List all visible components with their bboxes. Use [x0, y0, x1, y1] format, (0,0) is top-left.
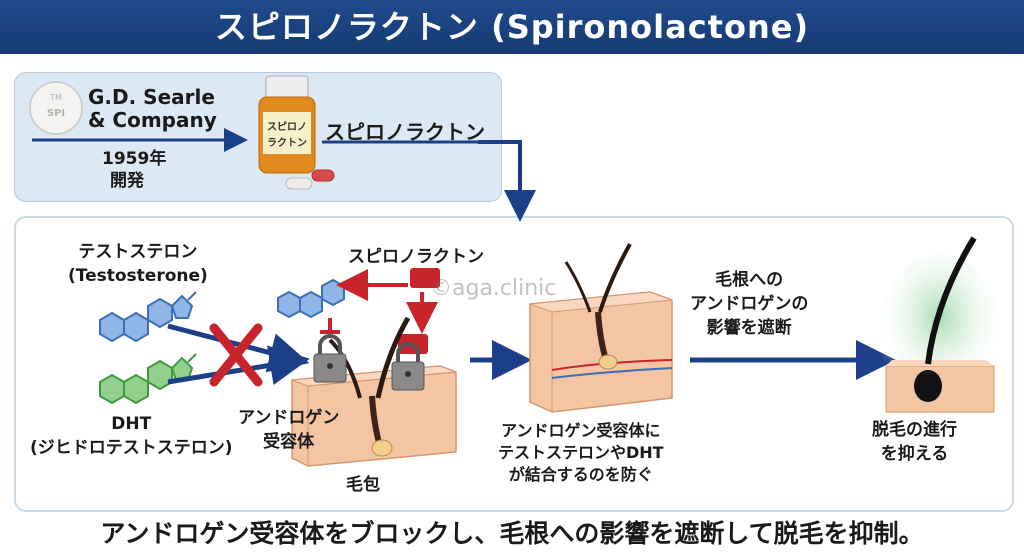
- result-line-2: を抑える: [880, 444, 949, 464]
- root-line-3: 影響を遮断: [706, 318, 792, 338]
- inhibition-mark: [320, 318, 340, 334]
- svg-text:ラクトン: ラクトン: [267, 137, 307, 149]
- dht-label: DHT (ジヒドロテストステロン): [30, 412, 233, 460]
- receptor-label: アンドロゲン 受容体: [238, 406, 339, 454]
- skin-cross-section-illustration: [529, 243, 673, 413]
- dht-arrow: [167, 345, 310, 385]
- svg-text:TM: TM: [49, 93, 62, 102]
- elbow-arrow: [478, 140, 536, 222]
- blocked-x-icon: [209, 323, 263, 387]
- lock-icon: [313, 334, 347, 383]
- year-line-1: 1959年: [102, 149, 167, 169]
- testosterone-line-2: (Testosterone): [68, 266, 208, 286]
- root-line-2: アンドロゲンの: [690, 294, 809, 314]
- dht-molecule-icon: [99, 353, 197, 405]
- testosterone-label: テストステロン (Testosterone): [68, 240, 208, 288]
- testosterone-line-1: テストステロン: [78, 242, 198, 262]
- block-line-1: アンドロゲン受容体に: [501, 421, 661, 440]
- skin-follicle-illustration: [291, 316, 457, 467]
- result-line-1: 脱毛の進行: [872, 420, 957, 440]
- dht-line-2: (ジヒドロテストステロン): [30, 438, 233, 458]
- healthy-hair-illustration: [878, 236, 1002, 413]
- receptor-line-2: 受容体: [263, 432, 315, 452]
- result-label: 脱毛の進行 を抑える: [872, 418, 957, 466]
- lock-icon: [391, 342, 425, 391]
- capsule-icon: [285, 169, 335, 190]
- follicle-label: 毛包: [346, 475, 380, 495]
- svg-text:スピロノ: スピロノ: [267, 121, 307, 133]
- medicine-bottle-icon: スピロノ ラクトン: [258, 75, 316, 174]
- header-bar: [0, 0, 1024, 54]
- company-name: G.D. Searle & Company: [88, 86, 217, 132]
- spironolactone-label: スピロノラクトン: [348, 247, 484, 267]
- history-panel: [14, 72, 502, 202]
- footer-summary: アンドロゲン受容体をブロックし、毛根への影響を遮断して脱毛を抑制。: [100, 519, 924, 548]
- testosterone-molecule-icon: [99, 291, 197, 343]
- page-title: スピロノラクトン (Spironolactone): [214, 8, 810, 46]
- root-line-1: 毛根への: [715, 270, 784, 290]
- company-line-2: & Company: [88, 108, 217, 132]
- tablet-icon: TM SPI: [29, 81, 83, 135]
- root-effect-label: 毛根への アンドロゲンの 影響を遮断: [690, 268, 808, 340]
- year-line-2: 開発: [110, 171, 144, 191]
- drug-name-label: スピロノラクトン: [325, 120, 485, 144]
- dht-line-1: DHT: [111, 414, 152, 434]
- svg-text:SPI: SPI: [47, 108, 65, 119]
- block-line-3: が結合するのを防ぐ: [508, 465, 653, 484]
- block-line-2: テストステロンやDHT: [498, 443, 664, 462]
- development-year: 1959年 開発: [102, 148, 166, 192]
- blocked-molecule-icon: [277, 278, 345, 319]
- watermark: ©aga.clinic: [430, 276, 557, 301]
- block-description: アンドロゲン受容体に テストステロンやDHT が結合するのを防ぐ: [498, 420, 664, 486]
- receptor-line-1: アンドロゲン: [238, 408, 340, 428]
- company-line-1: G.D. Searle: [88, 85, 215, 109]
